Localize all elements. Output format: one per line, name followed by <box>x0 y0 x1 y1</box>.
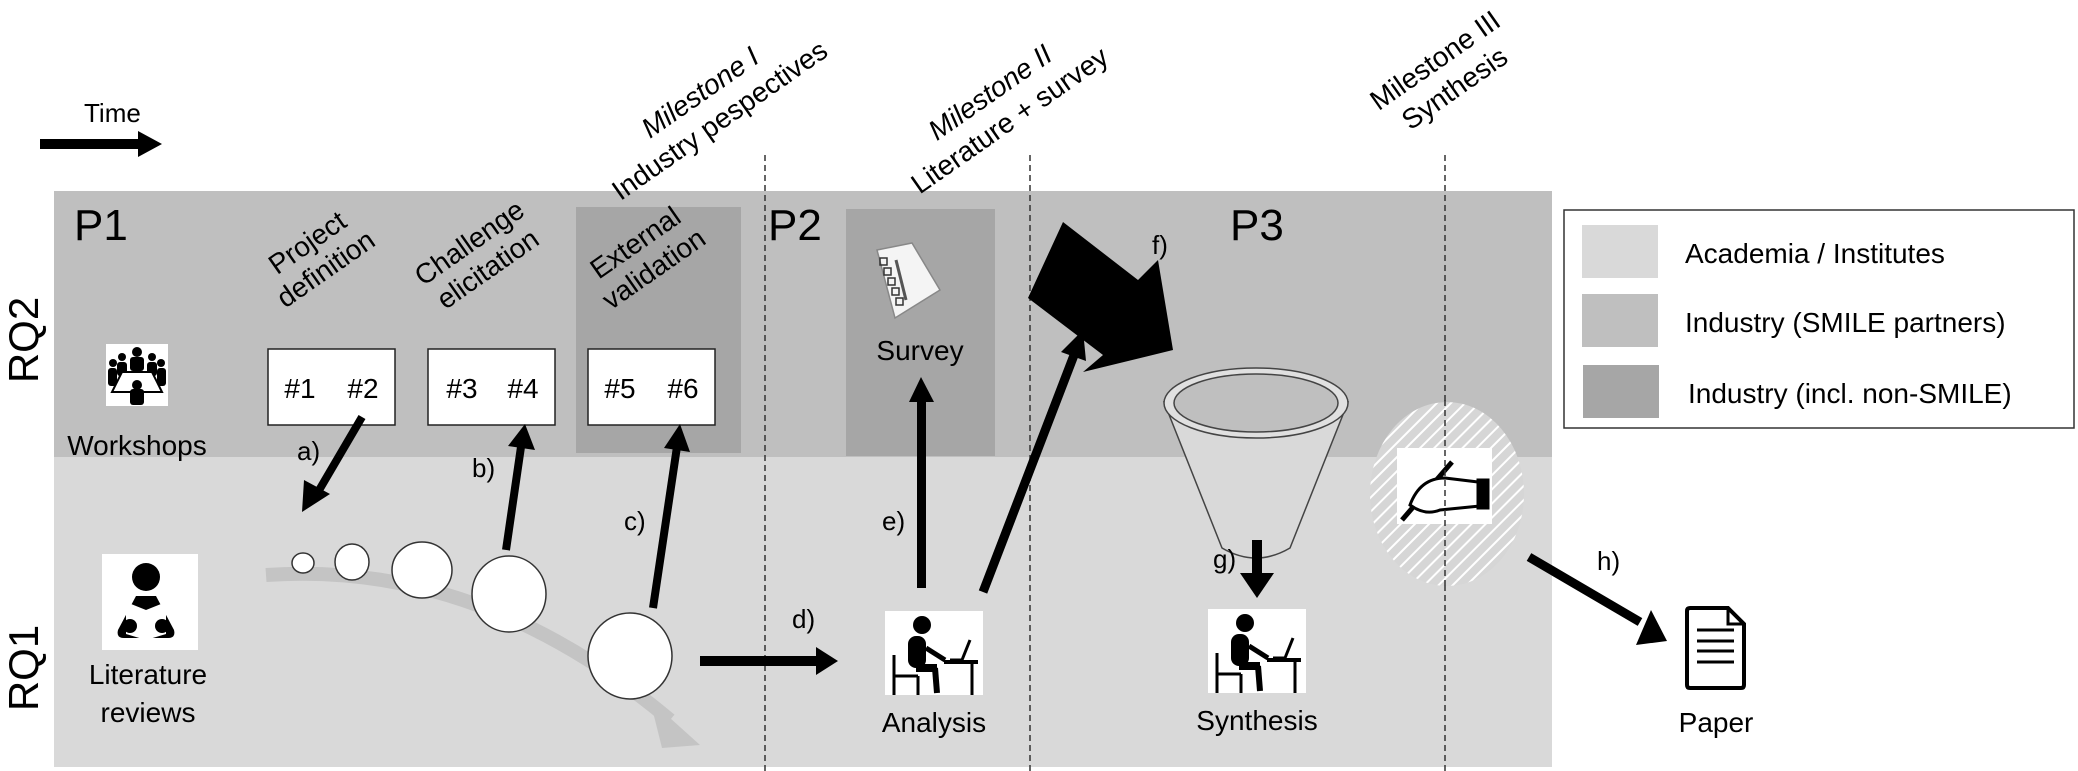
arrow-b <box>502 424 535 551</box>
milestone-2-label: Milestone II Literature + survey <box>905 38 1113 199</box>
legend-label-academia: Academia / Institutes <box>1685 238 1945 269</box>
time-arrow <box>40 131 162 157</box>
row-label-rq1: RQ1 <box>0 625 47 711</box>
reader-icon <box>117 563 175 640</box>
arrow-analysis-to-p3 <box>978 330 1086 594</box>
workshop-id: #1 <box>284 373 315 404</box>
arrow-h <box>1526 553 1667 645</box>
phase-label-p3: P3 <box>1230 201 1284 250</box>
time-label: Time <box>84 98 141 128</box>
legend-swatch-industry-smile <box>1582 294 1658 347</box>
phase-label-p2: P2 <box>768 201 822 250</box>
literature-label-1: Literature <box>89 659 207 690</box>
legend-label-industry-ext: Industry (incl. non-SMILE) <box>1688 378 2012 409</box>
workshops-label: Workshops <box>67 430 207 461</box>
workshop-id: #6 <box>667 373 698 404</box>
knowledge-circle <box>334 543 370 581</box>
arrow-label-c: c) <box>624 506 646 536</box>
analysis-node: Analysis <box>882 611 986 738</box>
phase-label-p1: P1 <box>74 201 128 250</box>
arrow-f <box>1028 222 1173 372</box>
knowledge-circle <box>391 541 453 599</box>
knowledge-circle <box>587 612 673 700</box>
workshop-id: #5 <box>604 373 635 404</box>
milestone-1-label: Milestone I Industry pespectives <box>606 34 833 206</box>
workshop-id: #4 <box>507 373 538 404</box>
writing-node <box>1370 402 1524 586</box>
workshop-id: #3 <box>446 373 477 404</box>
legend-swatch-academia <box>1582 225 1658 278</box>
synthesis-label: Synthesis <box>1196 705 1317 736</box>
knowledge-circle <box>291 552 315 574</box>
arrow-e <box>909 377 934 588</box>
person-at-laptop-icon <box>1215 614 1301 693</box>
meeting-group-icon <box>108 347 166 405</box>
survey-checklist-icon <box>876 242 942 320</box>
legend-swatch-industry-ext <box>1583 365 1659 418</box>
arrow-label-d: d) <box>792 604 815 634</box>
legend-label-industry-smile: Industry (SMILE partners) <box>1685 307 2006 338</box>
analysis-label: Analysis <box>882 707 986 738</box>
arrow-c <box>649 424 690 609</box>
arrow-label-b: b) <box>472 453 495 483</box>
synthesis-node: Synthesis <box>1196 609 1318 736</box>
paper-node: Paper <box>1679 606 1754 738</box>
workshops-node: Workshops <box>67 344 207 461</box>
workshop-box-1-2: #1 #2 <box>267 348 396 426</box>
arrow-label-f: f) <box>1152 230 1168 260</box>
milestone-3-label: Milestone III Synthesis <box>1364 4 1513 135</box>
workshop-box-3-4: #3 #4 <box>427 348 556 426</box>
arrow-label-g: g) <box>1213 544 1236 574</box>
person-at-laptop-icon <box>892 616 978 695</box>
knowledge-circle <box>471 555 547 633</box>
arrow-label-e: e) <box>882 506 905 536</box>
arrow-a <box>302 414 366 512</box>
survey-label: Survey <box>876 335 963 366</box>
workshop-id: #2 <box>347 373 378 404</box>
paper-label: Paper <box>1679 707 1754 738</box>
arrow-d <box>700 647 838 675</box>
legend: Academia / Institutes Industry (SMILE pa… <box>1563 209 2075 429</box>
survey-node: Survey <box>876 242 964 366</box>
literature-label-2: reviews <box>101 697 196 728</box>
document-icon <box>1685 606 1746 690</box>
arrow-label-a: a) <box>297 436 320 466</box>
workshop-box-5-6: #5 #6 <box>587 348 716 426</box>
row-label-rq2: RQ2 <box>0 297 47 383</box>
literature-reviews-node: Literature reviews <box>89 554 207 728</box>
arrow-label-h: h) <box>1597 546 1620 576</box>
arrow-g <box>1240 540 1274 598</box>
funnel-icon <box>1162 367 1350 559</box>
